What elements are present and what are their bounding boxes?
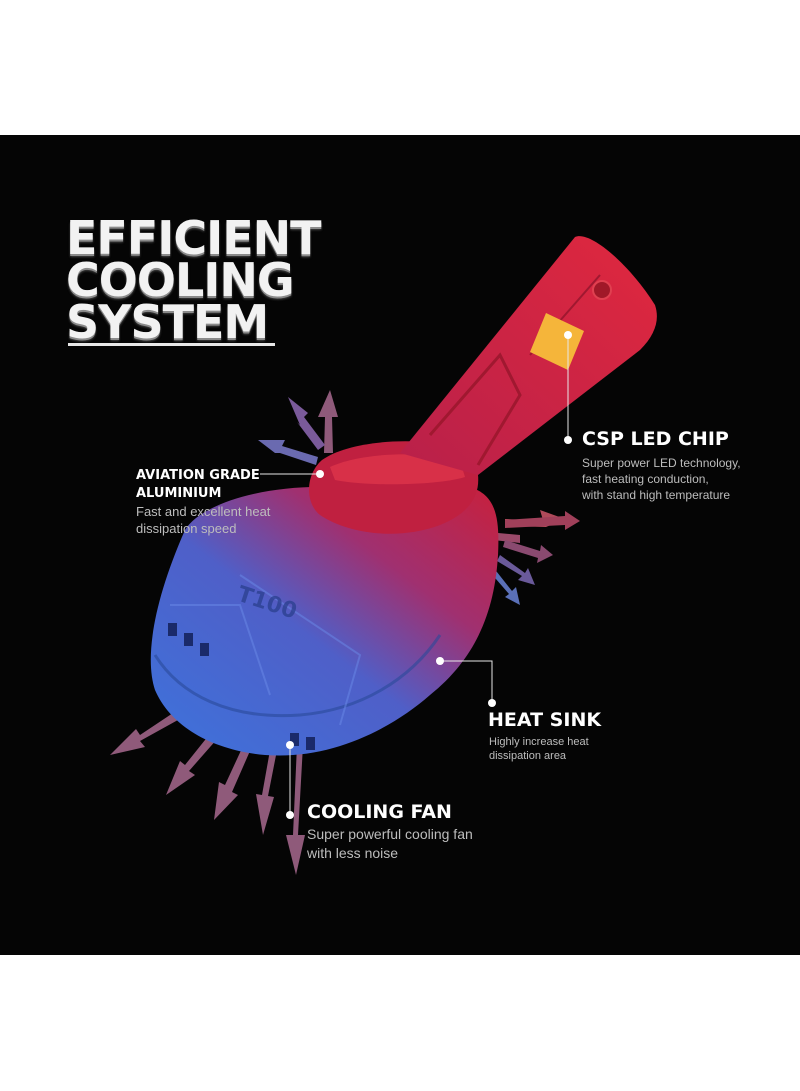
callout-csp-title: CSP LED CHIP: [582, 428, 729, 450]
heat-arrow: [214, 731, 257, 820]
leader-heatsink: [440, 660, 493, 703]
csp-led-chip: [530, 313, 584, 370]
heat-arrow: [258, 440, 318, 465]
headline-underline: [68, 343, 275, 346]
heat-arrow: [288, 397, 325, 450]
bulb-body: [150, 486, 499, 756]
heat-arrow: [318, 390, 338, 453]
heat-arrow: [256, 739, 279, 835]
heat-arrow: [286, 745, 305, 875]
bulb-neck: [400, 236, 657, 475]
headline-line-2: COOLING: [66, 253, 295, 307]
callout-aviation-title: AVIATION GRADE ALUMINIUM: [136, 468, 260, 501]
callout-csp-description: Super power LED technology, fast heating…: [582, 456, 741, 502]
heat-arrows-right: [489, 511, 580, 605]
heat-arrow: [505, 511, 580, 530]
callout-fan-title: COOLING FAN: [307, 801, 452, 823]
leader-lines: [260, 335, 569, 815]
heat-arrow: [497, 555, 535, 585]
bulb-collar: [308, 441, 479, 534]
headline-line-1: EFFICIENT: [66, 211, 322, 265]
callout-heatsink-description: Highly increase heat dissipation area: [489, 736, 589, 762]
heat-arrow: [503, 540, 553, 563]
callout-heatsink-title: HEAT SINK: [488, 709, 602, 731]
callout-fan-description: Super powerful cooling fan with less noi…: [307, 826, 473, 861]
headline: EFFICIENT COOLING SYSTEM: [66, 211, 322, 349]
headline-line-3: SYSTEM: [66, 295, 269, 349]
callout-aviation-description: Fast and excellent heat dissipation spee…: [136, 504, 271, 536]
heat-arrow: [489, 567, 520, 605]
leader-dots: [286, 331, 572, 819]
hero-panel: EFFICIENT COOLING SYSTEM: [0, 135, 800, 955]
led-bulb-illustration: T100: [110, 236, 657, 875]
